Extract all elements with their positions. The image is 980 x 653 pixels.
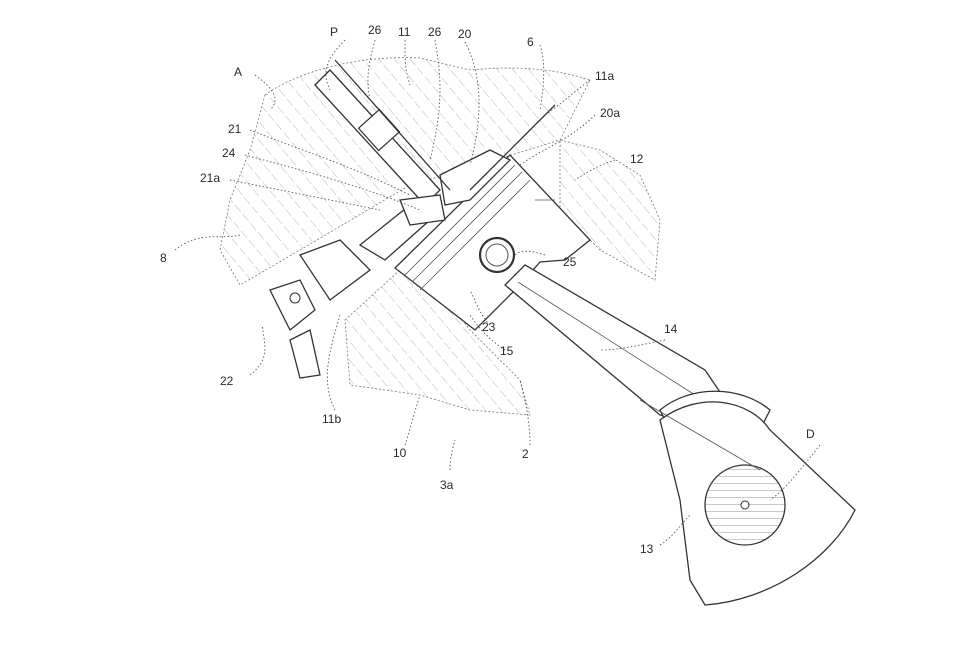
label-14: 14 [664,322,678,336]
label-24: 24 [222,146,236,160]
label-11: 11 [398,25,411,39]
crankshaft-web [639,399,856,606]
label-6: 6 [527,35,534,49]
label-3a: 3a [440,478,454,492]
label-11a: 11a [595,69,614,83]
label-10: 10 [393,446,407,460]
label-26-left: 26 [368,23,382,37]
leader-lines [174,39,821,546]
label-8: 8 [160,251,167,265]
label-20a: 20a [600,106,620,120]
label-25: 25 [563,255,577,269]
label-15: 15 [500,344,514,358]
label-A: A [234,65,242,79]
label-26-right: 26 [428,25,442,39]
label-20: 20 [458,27,472,41]
reference-labels: P A 26 11 26 20 6 11a 20a 12 21 24 21a 8… [160,23,815,556]
label-2: 2 [522,447,529,461]
label-12: 12 [630,152,644,166]
label-21: 21 [228,122,242,136]
combustion-chamber [399,149,512,226]
cylinder-block-right [559,139,661,281]
piston [394,154,591,331]
axis-lines [334,59,556,191]
label-22: 22 [220,374,234,388]
label-D: D [806,427,815,441]
label-23: 23 [482,320,496,334]
label-P: P [330,25,338,39]
label-21a: 21a [200,171,220,185]
label-11b: 11b [322,412,341,426]
label-13: 13 [640,542,654,556]
